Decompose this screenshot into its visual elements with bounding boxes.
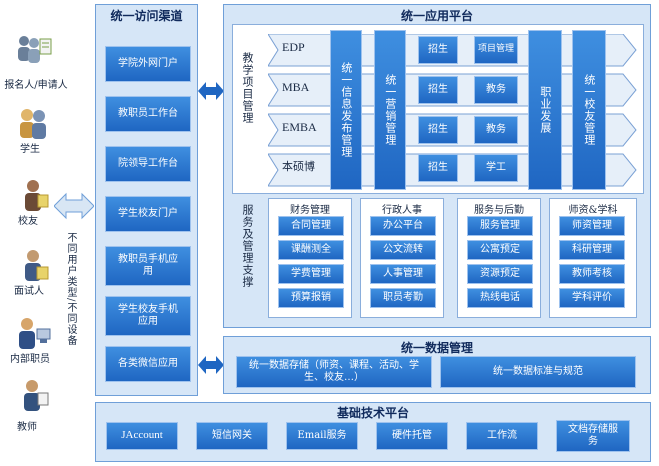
cell-emba-admission[interactable]: 招生 xyxy=(418,116,458,144)
apps-title: 统一应用平台 xyxy=(400,9,473,23)
infra-title: 基础技术平台 xyxy=(336,406,409,420)
infra-workflow[interactable]: 工作流 xyxy=(466,422,538,450)
alumni-column[interactable]: 统一校友管理 xyxy=(572,30,606,190)
infra-sms-gateway[interactable]: 短信网关 xyxy=(196,422,268,450)
group-finance-title: 财务管理 xyxy=(290,205,330,216)
program-bsd: 本硕博 xyxy=(282,160,315,173)
role-label-interviewee: 面试人 xyxy=(14,286,44,297)
data-standards[interactable]: 统一数据标准与规范 xyxy=(440,356,636,388)
cell-emba-academic[interactable]: 教务 xyxy=(474,116,518,144)
roles-access-arrow xyxy=(53,192,95,220)
applicant-icon xyxy=(14,32,54,70)
access-title: 统一访问渠道 xyxy=(110,9,183,23)
services-item-3[interactable]: 资源预定 xyxy=(467,264,533,284)
cell-bsd-admission[interactable]: 招生 xyxy=(418,154,458,182)
access-item-portal[interactable]: 学院外网门户 xyxy=(105,46,191,82)
cell-bsd-student-affairs[interactable]: 学工 xyxy=(474,154,518,182)
services-item-2[interactable]: 公寓预定 xyxy=(467,240,533,260)
marketing-column[interactable]: 统一营销管理 xyxy=(374,30,406,190)
cell-edp-project[interactable]: 项目管理 xyxy=(474,36,518,64)
role-label-alumni: 校友 xyxy=(18,216,38,227)
role-label-applicant: 报名人/申请人 xyxy=(4,80,68,91)
infra-hosting[interactable]: 硬件托管 xyxy=(376,422,448,450)
career-column[interactable]: 职业发展 xyxy=(528,30,562,190)
access-data-arrow xyxy=(198,356,224,374)
role-label-teacher: 教师 xyxy=(17,422,37,433)
services-item-1[interactable]: 服务管理 xyxy=(467,216,533,236)
device-note: 不同用户类型/不同设备 xyxy=(65,232,76,347)
infra-jaccount[interactable]: JAccount xyxy=(106,422,178,450)
data-title: 统一数据管理 xyxy=(400,341,473,355)
faculty-item-4[interactable]: 学科评价 xyxy=(559,288,625,308)
infra-doc-storage[interactable]: 文档存储服务 xyxy=(556,420,630,452)
access-item-student-portal[interactable]: 学生校友门户 xyxy=(105,196,191,232)
group-admin-title: 行政人事 xyxy=(382,205,422,216)
faculty-item-1[interactable]: 师资管理 xyxy=(559,216,625,236)
group-services-title: 服务与后勤 xyxy=(474,205,524,216)
teaching-label: 教学项目管理 xyxy=(241,52,254,124)
cell-mba-academic[interactable]: 教务 xyxy=(474,76,518,104)
support-label: 服务及管理支撑 xyxy=(241,204,254,288)
group-faculty-title: 师资&学科 xyxy=(568,205,618,216)
role-label-staff: 内部职员 xyxy=(10,354,50,365)
program-emba: EMBA xyxy=(282,120,317,134)
admin-item-4[interactable]: 职员考勤 xyxy=(370,288,436,308)
finance-item-3[interactable]: 学费管理 xyxy=(278,264,344,284)
cell-edp-admission[interactable]: 招生 xyxy=(418,36,458,64)
staff-icon xyxy=(14,316,54,354)
program-mba: MBA xyxy=(282,80,310,94)
access-item-student-mobile[interactable]: 学生校友手机应用 xyxy=(105,296,191,336)
admin-item-1[interactable]: 办公平台 xyxy=(370,216,436,236)
teacher-icon xyxy=(14,378,54,416)
alumni-icon xyxy=(14,178,54,216)
admin-item-3[interactable]: 人事管理 xyxy=(370,264,436,284)
program-edp: EDP xyxy=(282,40,305,54)
access-item-leader-desk[interactable]: 院领导工作台 xyxy=(105,146,191,182)
access-apps-arrow xyxy=(198,82,224,100)
roles-column: 报名人/申请人 学生 校友 面试人 内部职员 xyxy=(0,28,72,448)
finance-item-1[interactable]: 合同管理 xyxy=(278,216,344,236)
interviewee-icon xyxy=(14,248,54,286)
access-item-staff-mobile[interactable]: 教职员手机应用 xyxy=(105,246,191,286)
faculty-item-2[interactable]: 科研管理 xyxy=(559,240,625,260)
admin-item-2[interactable]: 公文流转 xyxy=(370,240,436,260)
data-storage[interactable]: 统一数据存储（师资、课程、活动、学生、校友…） xyxy=(236,356,432,388)
finance-item-4[interactable]: 预算报销 xyxy=(278,288,344,308)
access-item-staff-desk[interactable]: 教职员工作台 xyxy=(105,96,191,132)
info-publish-column[interactable]: 统一信息发布管理 xyxy=(330,30,362,190)
finance-item-2[interactable]: 课酬测全 xyxy=(278,240,344,260)
role-label-student: 学生 xyxy=(20,144,40,155)
faculty-item-3[interactable]: 教师考核 xyxy=(559,264,625,284)
student-icon xyxy=(14,106,54,142)
access-item-wechat[interactable]: 各类微信应用 xyxy=(105,346,191,382)
services-item-4[interactable]: 热线电话 xyxy=(467,288,533,308)
cell-mba-admission[interactable]: 招生 xyxy=(418,76,458,104)
infra-email[interactable]: Email服务 xyxy=(286,422,358,450)
